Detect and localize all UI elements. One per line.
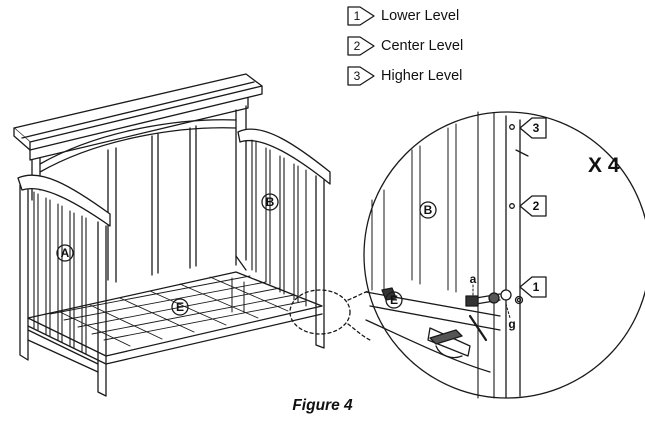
detail-zoom	[363, 111, 645, 399]
part-b-circle	[261, 193, 279, 211]
part-a-label: A	[61, 246, 70, 260]
legend-label: Center Level	[381, 38, 464, 54]
hardware-a-label: a	[470, 272, 477, 286]
level-2-label: 2	[533, 199, 540, 213]
detail-part-e-circle	[385, 291, 403, 309]
legend-flag-2-number: 2	[354, 39, 361, 53]
side-panel-b	[237, 128, 331, 349]
legend-flag-1-number: 1	[354, 9, 361, 23]
part-e-label: E	[176, 300, 184, 314]
quantity-label: X 4	[588, 154, 620, 177]
detail-part-b-circle	[419, 201, 437, 219]
legend-flags	[347, 6, 375, 86]
hardware-g-label: g	[508, 317, 515, 331]
legend-flag-3-number: 3	[354, 69, 361, 83]
part-e-circle	[171, 298, 189, 316]
mattress-support-e	[27, 255, 323, 365]
part-b-label: B	[266, 195, 275, 209]
legend-label: Higher Level	[381, 68, 463, 84]
detail-callout-circle	[289, 289, 351, 335]
detail-part-e-label: E	[390, 293, 398, 307]
side-panel-a	[17, 174, 111, 397]
legend-label: Lower Level	[381, 8, 460, 24]
back-panel	[13, 73, 263, 283]
detail-part-b-label: B	[424, 203, 433, 217]
figure-caption: Figure 4	[292, 397, 353, 414]
level-1-label: 1	[533, 280, 540, 294]
part-a-circle	[56, 244, 74, 262]
level-3-label: 3	[533, 121, 540, 135]
level-flags	[519, 117, 547, 298]
